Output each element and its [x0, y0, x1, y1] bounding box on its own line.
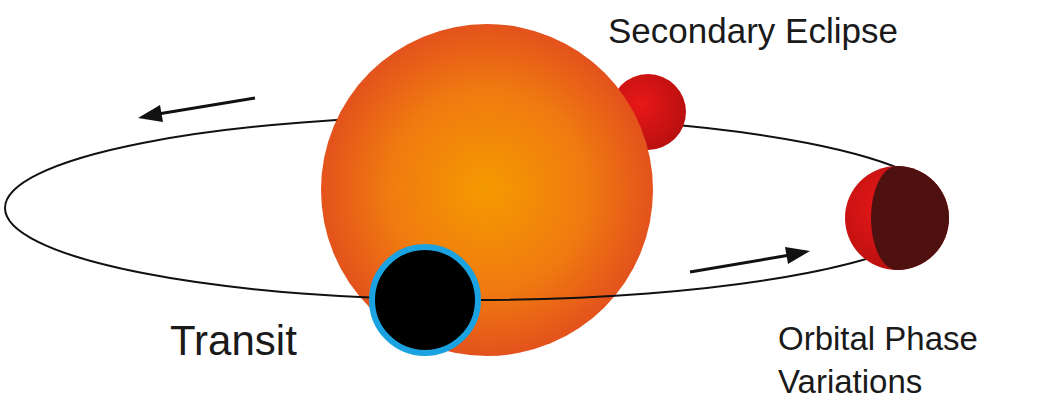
direction-arrow — [158, 98, 255, 114]
transit-planet — [372, 247, 478, 353]
phase-label: Orbital Phase Variations — [778, 318, 1050, 404]
transit-label: Transit — [170, 314, 390, 369]
phase-planet — [845, 166, 949, 270]
arrow-head — [138, 105, 163, 122]
eclipse-label: Secondary Eclipse — [608, 8, 1028, 54]
night-side — [871, 166, 949, 270]
direction-arrow — [690, 255, 790, 272]
star — [321, 24, 653, 356]
arrow-head — [785, 247, 810, 264]
